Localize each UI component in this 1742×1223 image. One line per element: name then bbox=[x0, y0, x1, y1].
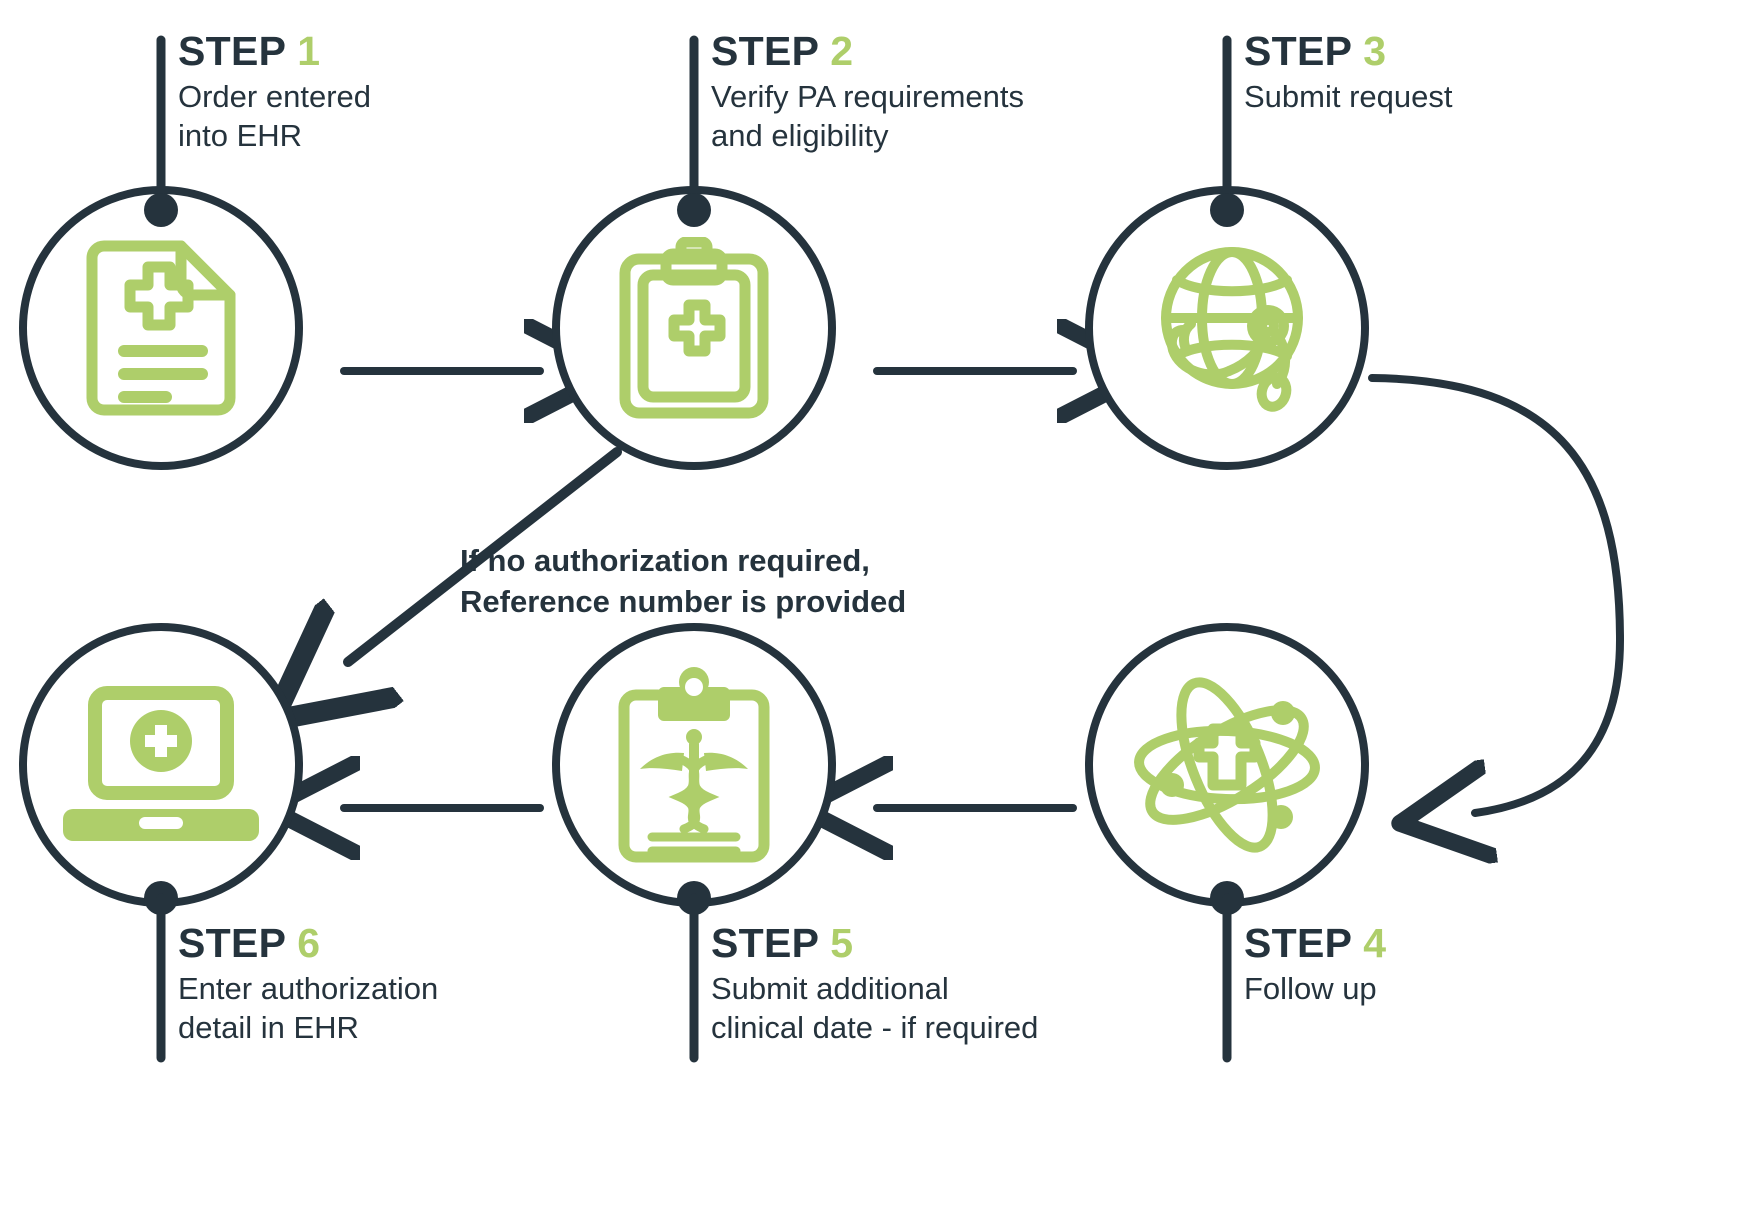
globe-stethoscope-icon bbox=[1161, 247, 1303, 412]
step-label-3: STEP 3 Submit request bbox=[1244, 30, 1453, 116]
atom-medical-icon bbox=[1134, 677, 1320, 853]
pin-step-5 bbox=[677, 881, 711, 1063]
medical-document-icon bbox=[86, 240, 236, 416]
pin-step-2 bbox=[677, 35, 711, 227]
step-title-6: STEP 6 bbox=[178, 920, 321, 966]
step-title-5: STEP 5 bbox=[711, 920, 854, 966]
step-description-2: Verify PA requirements and eligibility bbox=[711, 78, 1025, 154]
step-description-5: Submit additional clinical date - if req… bbox=[711, 970, 1039, 1046]
medical-clipboard-icon bbox=[619, 237, 769, 419]
step-node-5[interactable] bbox=[551, 622, 837, 908]
step-title-1: STEP 1 bbox=[178, 28, 321, 74]
caduceus-clipboard-icon bbox=[618, 667, 770, 863]
pin-step-3 bbox=[1210, 35, 1244, 227]
step-node-3[interactable] bbox=[1084, 185, 1370, 471]
no-authorization-note: If no authorization required, Reference … bbox=[460, 543, 907, 619]
step-description-3: Submit request bbox=[1244, 78, 1453, 114]
step-label-4: STEP 4 Follow up bbox=[1244, 922, 1386, 1008]
pin-step-1 bbox=[144, 35, 178, 227]
step-label-1: STEP 1 Order entered into EHR bbox=[178, 30, 371, 156]
connector-3-to-4 bbox=[1368, 374, 1625, 813]
step-title-4: STEP 4 bbox=[1244, 920, 1387, 966]
step-label-2: STEP 2 Verify PA requirements and eligib… bbox=[711, 30, 1024, 156]
connector-2-to-6 bbox=[348, 447, 622, 662]
pin-step-4 bbox=[1210, 881, 1244, 1063]
laptop-medical-icon bbox=[63, 686, 259, 841]
step-label-6: STEP 6 Enter authorization detail in EHR bbox=[178, 922, 438, 1048]
step-title-2: STEP 2 bbox=[711, 28, 854, 74]
step-description-6: Enter authorization detail in EHR bbox=[178, 970, 439, 1046]
step-description-4: Follow up bbox=[1244, 970, 1377, 1006]
step-description-1: Order entered into EHR bbox=[178, 78, 371, 154]
step-label-5: STEP 5 Submit additional clinical date -… bbox=[711, 922, 1038, 1048]
pin-step-6 bbox=[144, 881, 178, 1063]
step-title-3: STEP 3 bbox=[1244, 28, 1387, 74]
